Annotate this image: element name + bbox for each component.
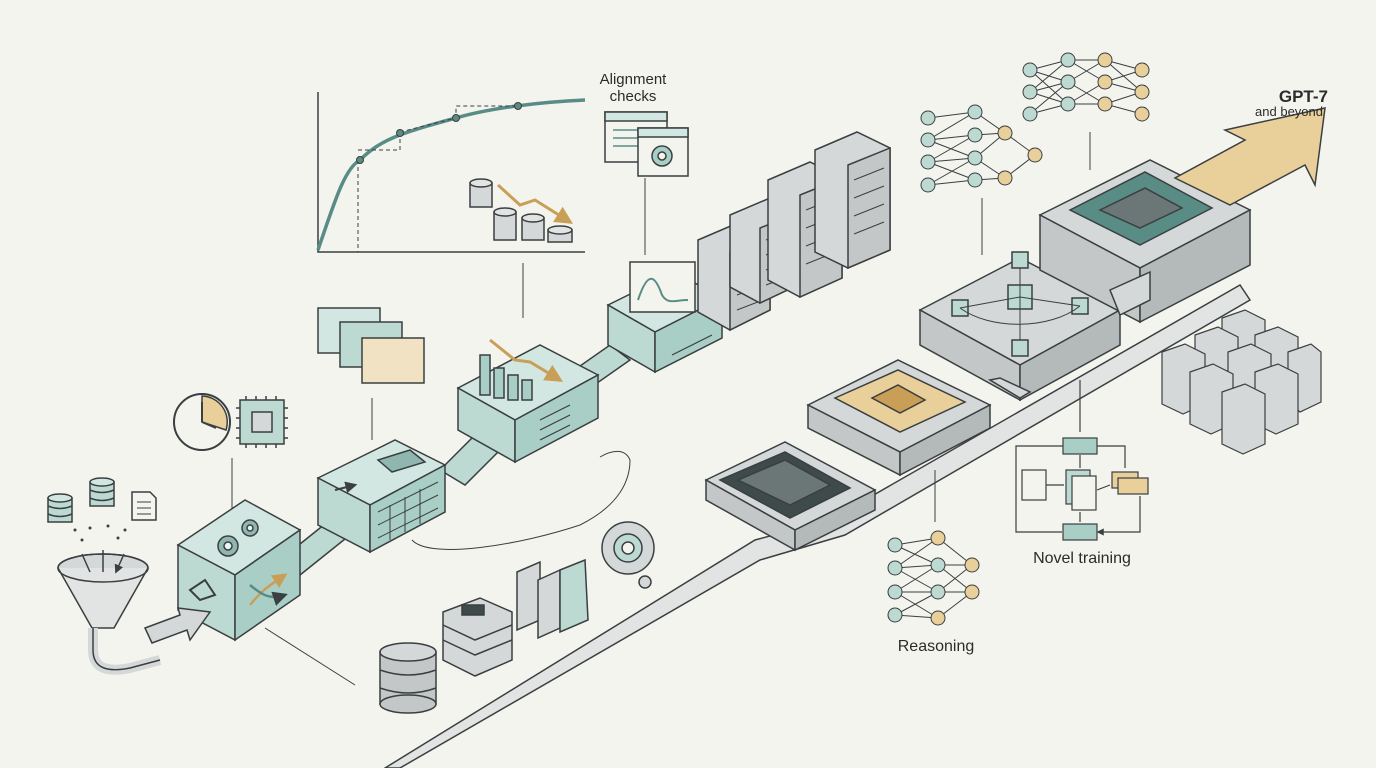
bar-chart-icon <box>479 354 533 401</box>
neural-network-icon <box>1022 52 1150 170</box>
chip-module-1 <box>704 441 877 552</box>
clock-icon <box>173 393 231 451</box>
stacked-cards <box>317 307 425 384</box>
neural-network-icon <box>920 104 1043 255</box>
alignment-label-line2: checks <box>609 88 657 105</box>
gpt-label: GPT-7 <box>1278 87 1328 106</box>
server-rack-icon <box>697 131 891 332</box>
chip-module-2 <box>806 359 992 477</box>
database-stack <box>469 178 574 243</box>
connector-lines <box>231 263 631 686</box>
data-sources <box>47 477 212 675</box>
alignment-check-windows <box>604 111 689 255</box>
novel-training-label: Novel training <box>1033 550 1131 567</box>
novel-training-flow <box>1015 380 1149 541</box>
neural-network-icon <box>887 470 980 626</box>
chip-icon <box>236 396 288 448</box>
line-chart-icon <box>316 92 586 253</box>
server-rack-icon <box>516 558 589 640</box>
reasoning-label: Reasoning <box>897 638 975 655</box>
database-icon <box>47 493 73 523</box>
gear-icon <box>601 521 655 589</box>
arrow-icon <box>1173 107 1326 206</box>
arrow-icon <box>143 607 212 644</box>
document-icon <box>131 491 157 521</box>
database-icon <box>379 642 437 714</box>
server-cluster <box>1161 309 1322 455</box>
server-stack <box>442 597 513 677</box>
processing-cube-2 <box>316 439 447 554</box>
alignment-checks-label: Alignment checks <box>588 71 678 105</box>
alignment-label-line1: Alignment <box>599 71 667 88</box>
beyond-label: and beyond <box>1255 104 1323 119</box>
funnel-icon <box>57 550 162 675</box>
down-trend-icon <box>496 183 574 224</box>
processing-cube-3 <box>456 338 600 464</box>
gear-icon <box>217 519 259 557</box>
database-icon <box>89 477 115 507</box>
